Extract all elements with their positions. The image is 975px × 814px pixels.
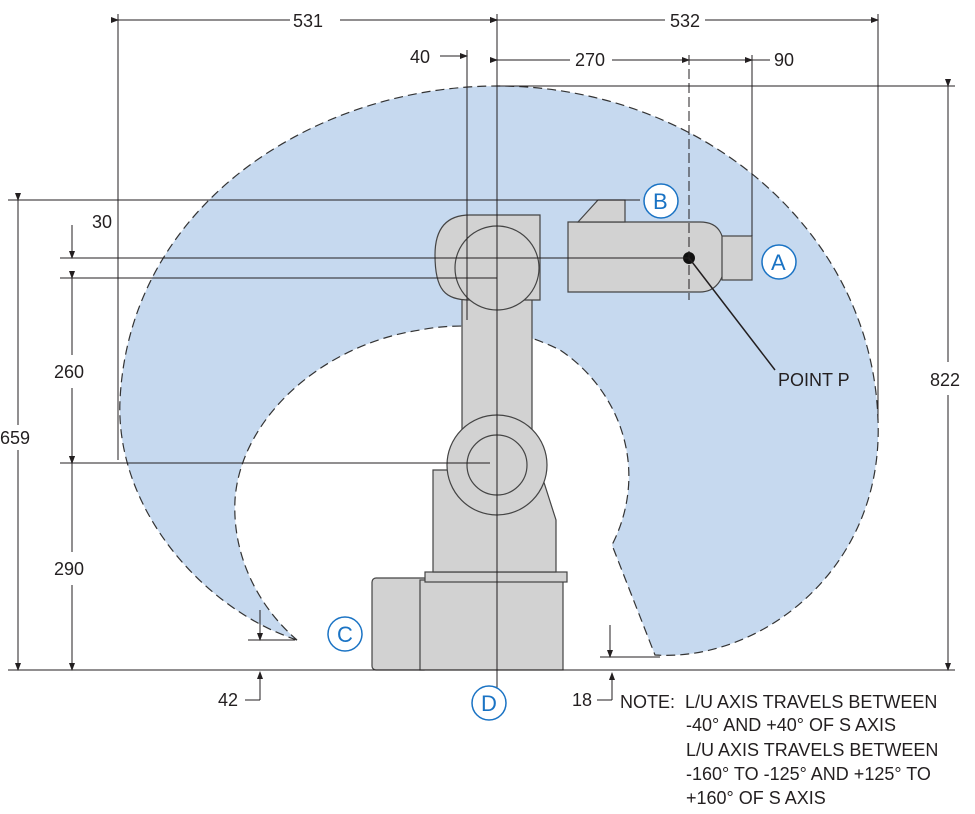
dim-659: 659 [0,428,30,448]
dim-30: 30 [92,212,112,232]
note-line-3: L/U AXIS TRAVELS BETWEEN [686,740,938,760]
dim-531: 531 [293,11,323,31]
label-a: A [761,244,797,280]
dim-270: 270 [575,50,605,70]
note-line-4: -160° TO -125° AND +125° TO [686,764,931,784]
dim-90: 90 [774,50,794,70]
dim-290: 290 [54,559,84,579]
dim-532: 532 [670,11,700,31]
point-p-label: POINT P [778,370,850,390]
svg-text:B: B [653,189,668,214]
note-line-1: NOTE: L/U AXIS TRAVELS BETWEEN [620,692,937,712]
note-line-5: +160° OF S AXIS [686,788,826,808]
dim-42: 42 [218,690,238,710]
dim-260: 260 [54,362,84,382]
label-c: C [327,616,363,652]
dimension-lines [8,14,955,701]
dim-822: 822 [930,370,960,390]
label-b: B [643,183,679,219]
dim-18: 18 [572,690,592,710]
label-d: D [471,685,507,721]
dim-40: 40 [410,47,430,67]
svg-text:A: A [771,250,786,275]
svg-text:C: C [337,622,353,647]
svg-text:D: D [481,691,497,716]
note-line-2: -40° AND +40° OF S AXIS [686,715,896,735]
